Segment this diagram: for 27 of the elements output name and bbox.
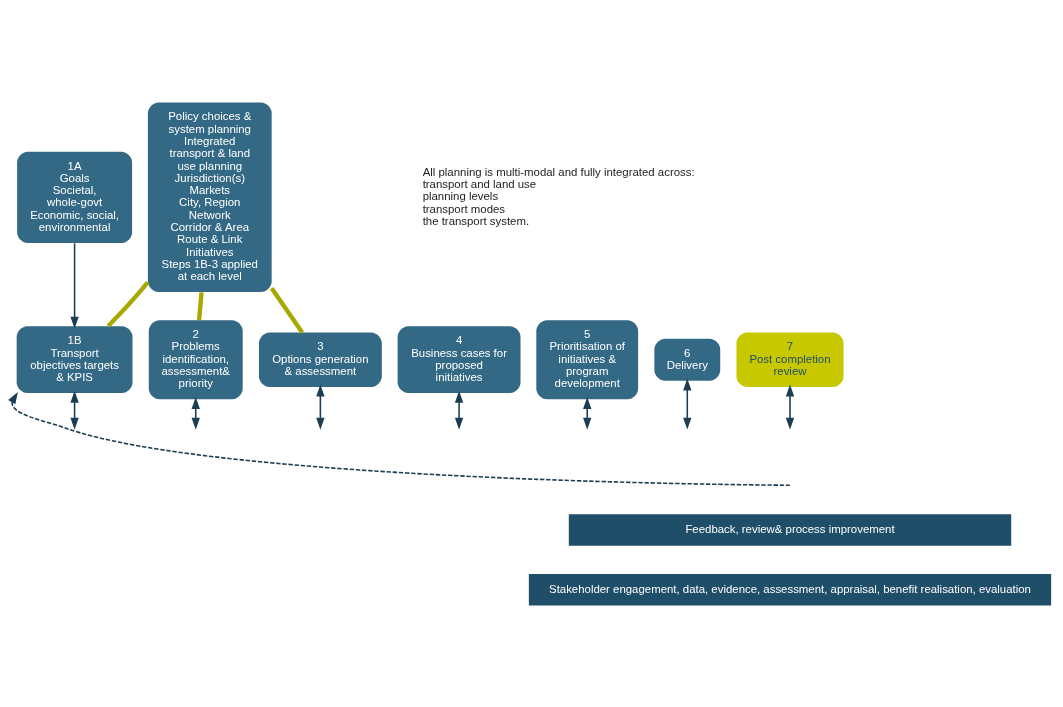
node-box: 2 Problems identification, assessment& priority [148, 319, 243, 399]
connector [269, 286, 305, 334]
connector [196, 291, 204, 320]
arrow [316, 384, 325, 430]
node-box: 4 Business cases for proposed initiatives [397, 325, 521, 393]
node-box: Policy choices & system planning Integrated transport & land use planning Jurisdiction(s) Markets City, Region Network Corridor & Area Route & Link Initiatives Steps 1B-3 applied at each level [147, 102, 272, 292]
arrow [785, 384, 795, 430]
node-box: 7 Post completion review [736, 332, 844, 387]
label: transport and land use [422, 177, 537, 190]
connector [106, 280, 150, 328]
arrow [8, 391, 791, 486]
node-box: 6 Delivery [654, 338, 721, 381]
node-box: 1B Transport objectives targets & KPIS [16, 325, 133, 393]
arrow [191, 396, 200, 430]
label: the transport system. [422, 214, 530, 227]
arrow [583, 396, 592, 430]
label: planning levels [422, 189, 499, 202]
node-box: 5 Prioritisation of initiatives & program development [536, 319, 639, 399]
label: All planning is multi-modal and fully integrated across: [422, 165, 695, 178]
label: transport modes [422, 202, 506, 215]
node-box: Feedback, review& process improvement [568, 513, 1012, 546]
arrow [683, 378, 692, 430]
node-box: 1A Goals Societal, whole-govt Economic, social, environmental [17, 151, 133, 243]
arrow [70, 242, 79, 329]
arrow [454, 390, 464, 430]
node-box: Stakeholder engagement, data, evidence, assessment, appraisal, benefit realisation, evaluation [528, 573, 1052, 605]
node-box: 3 Options generation & assessment [258, 332, 382, 387]
